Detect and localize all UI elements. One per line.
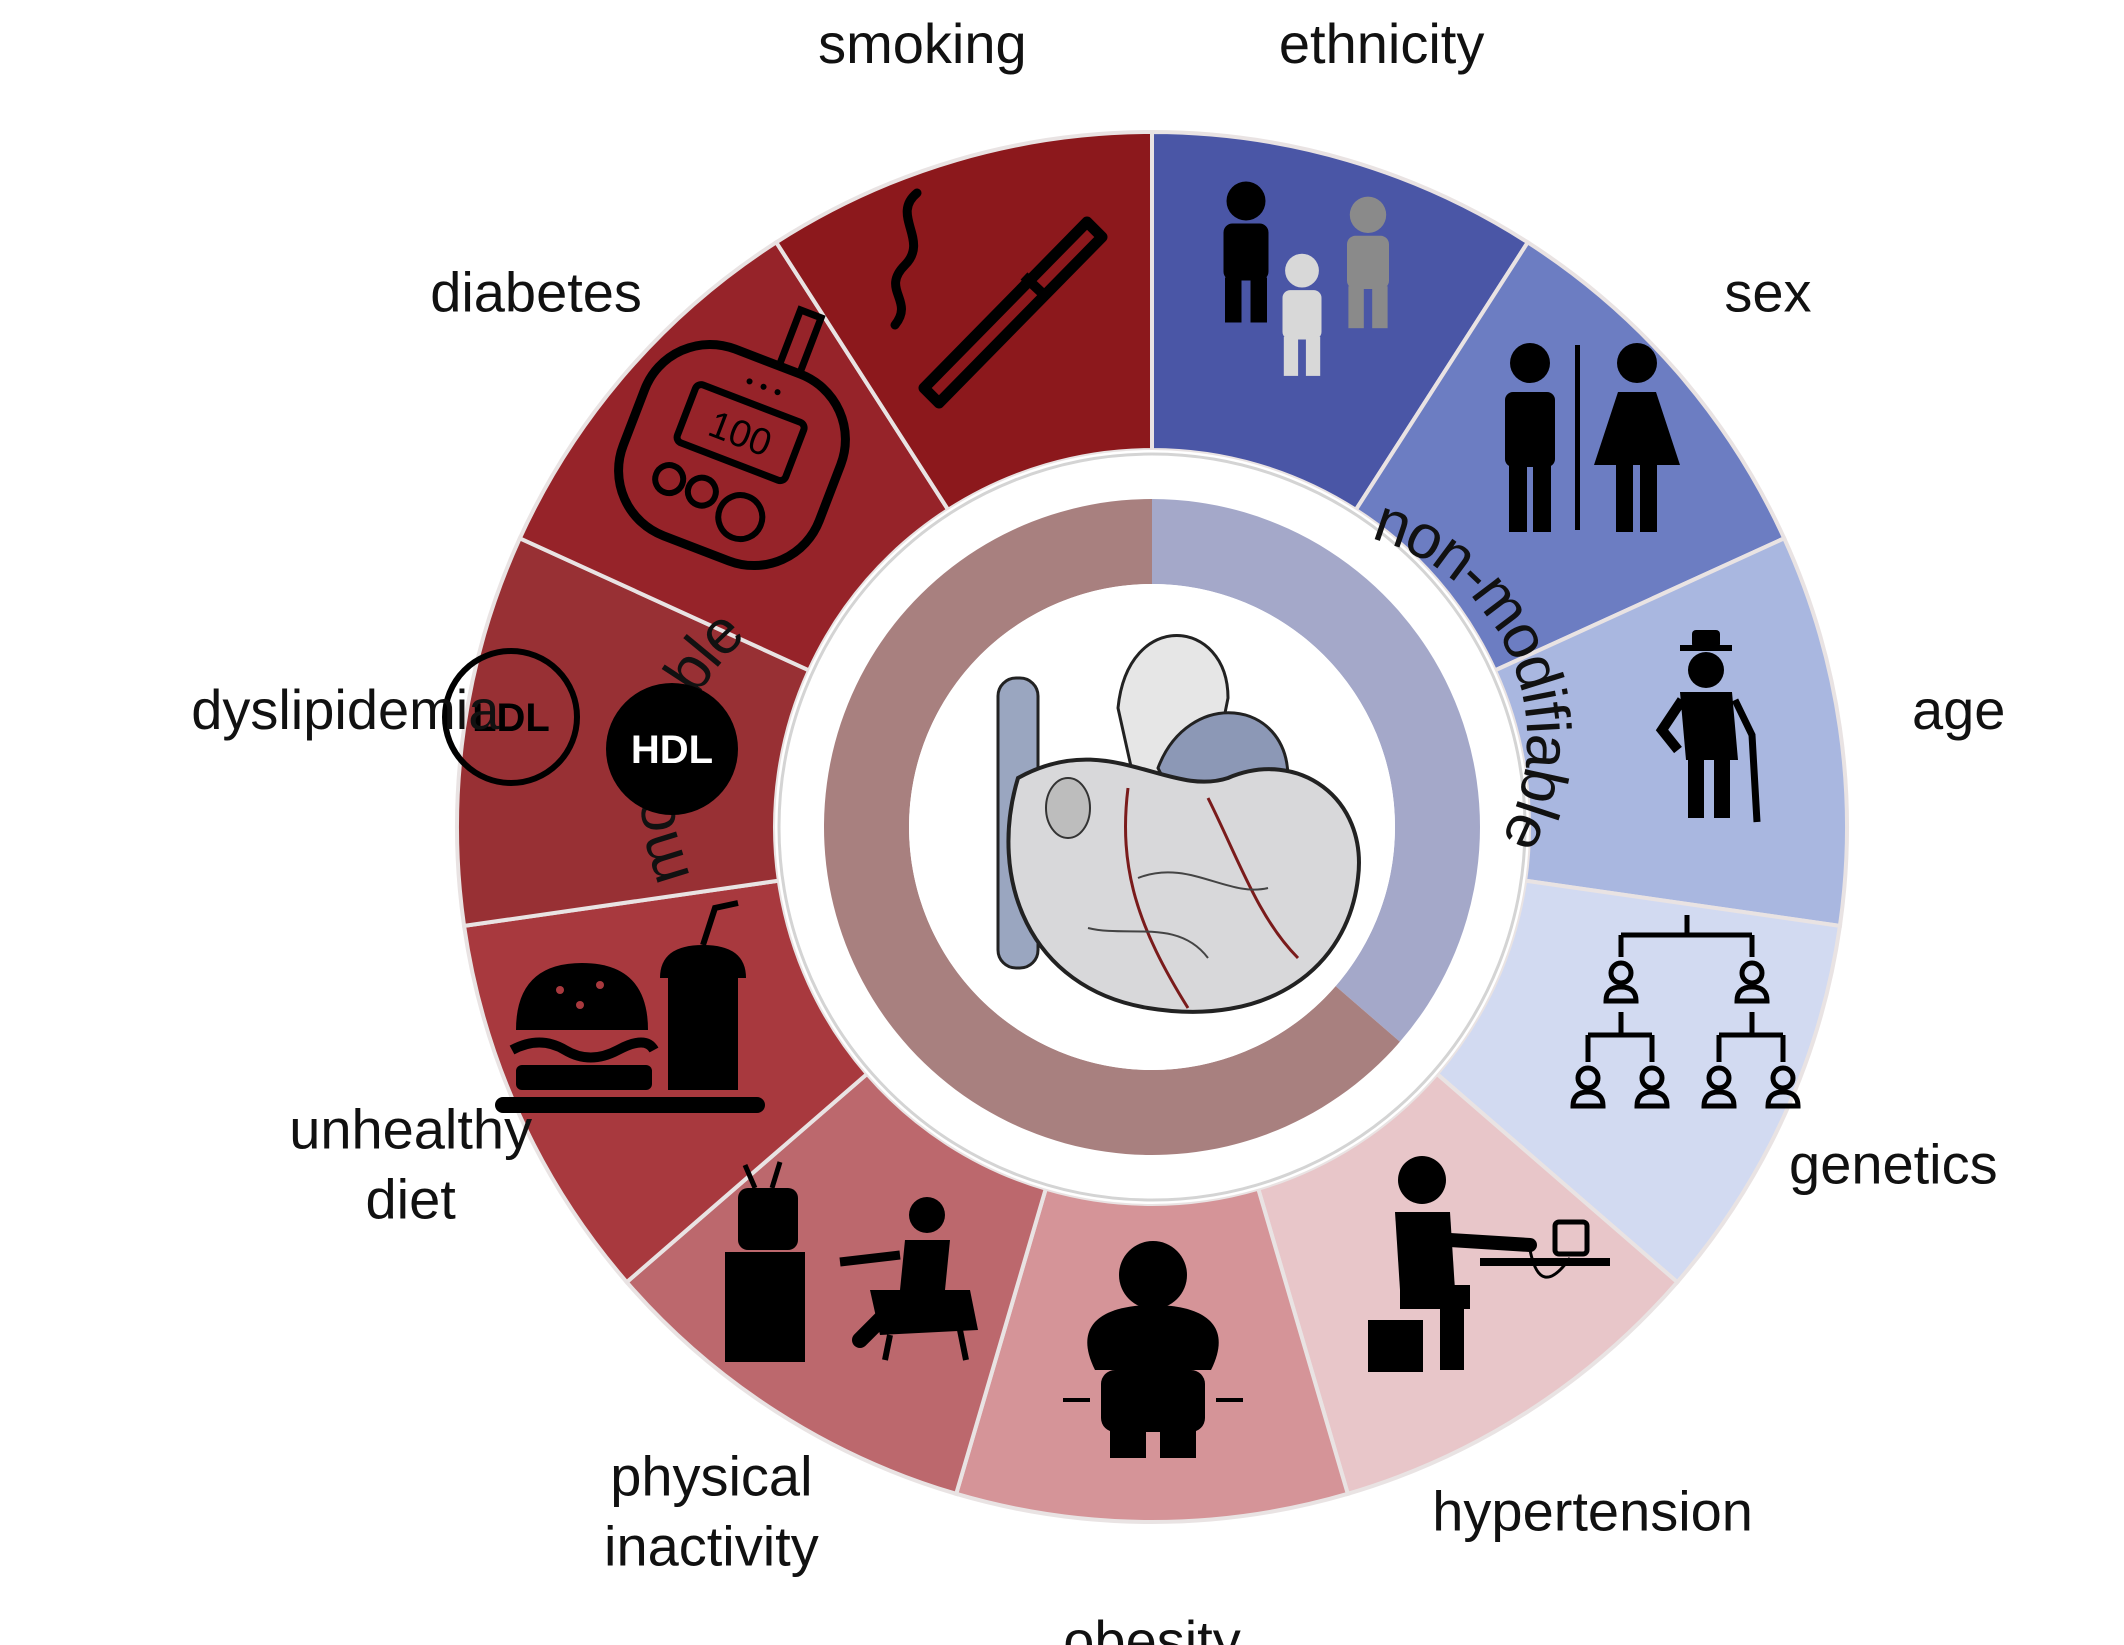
label-dyslipidemia: dyslipidemia (191, 678, 500, 741)
label-obesity: obesity (1063, 1609, 1240, 1645)
label-hypertension: hypertension (1432, 1480, 1753, 1543)
label-age: age (1912, 678, 2005, 741)
tv-armchair-icon (725, 1161, 978, 1362)
inner-divider-ring (777, 452, 1527, 1202)
label-ethnicity: ethnicity (1279, 12, 1484, 75)
blood-pressure-icon (1368, 1156, 1610, 1372)
burger-drink-icon (495, 900, 765, 1113)
segment-wedges (455, 129, 1849, 1524)
hdl-badge: HDL (631, 728, 713, 772)
family-tree-icon (1573, 915, 1798, 1106)
label-genetics: genetics (1789, 1133, 1998, 1196)
ldl-badge: LDL (472, 696, 550, 740)
cigarette-icon (890, 188, 1108, 409)
group-ring (823, 499, 1480, 1156)
group-band-modifiable (823, 499, 1400, 1156)
group-band-non-modifiable (1152, 499, 1480, 1042)
obese-person-icon (1063, 1241, 1243, 1458)
label-sex: sex (1724, 260, 1811, 323)
elderly-person-icon (1655, 630, 1761, 823)
label-diabetes: diabetes (430, 260, 642, 323)
male-female-icon (1505, 343, 1680, 532)
segment-labels: ethnicity sex age genetics hypertension obesi… (191, 12, 2005, 1645)
heart-icon (996, 634, 1361, 1014)
label-smoking: smoking (818, 12, 1027, 75)
ldl-hdl-icon: LDL HDL (442, 648, 738, 815)
